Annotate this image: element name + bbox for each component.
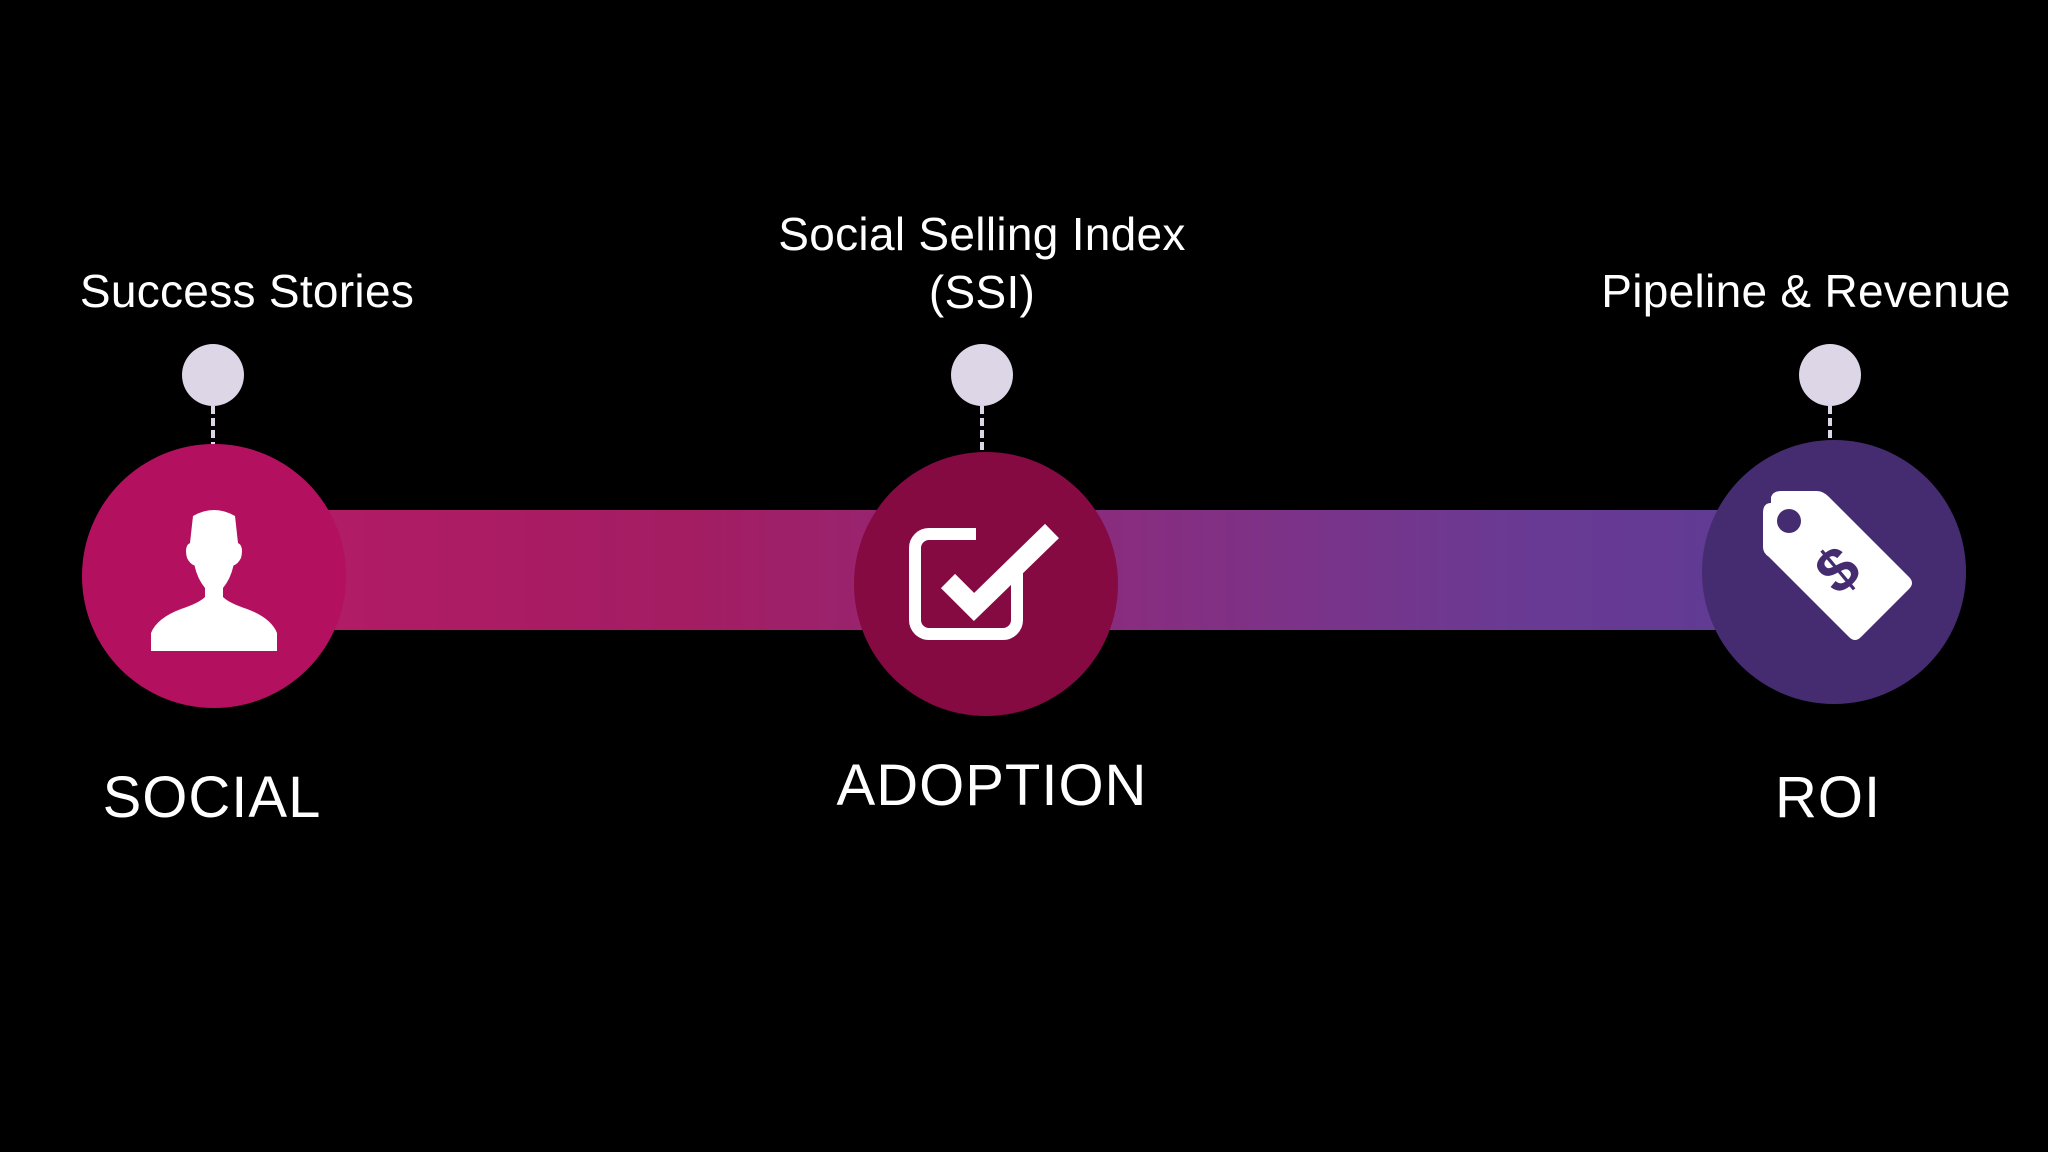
stage-adoption-title: ADOPTION [836, 753, 1148, 818]
stage-adoption-top-label-line-2: (SSI) [928, 266, 1036, 318]
price-tag-dollar-icon: $ [1763, 491, 1912, 640]
stage-roi-circle: $ [1702, 440, 1966, 704]
stage-social-dot [182, 344, 244, 406]
stage-adoption-top-label: Social Selling Index (SSI) [752, 205, 1212, 321]
stage-adoption-connector [980, 406, 984, 450]
stage-social-top-label: Success Stories [72, 262, 422, 320]
stage-social-top-label-line-1: Success Stories [79, 265, 415, 317]
stage-roi-connector [1828, 406, 1832, 450]
stage-roi-top-label-line-1: Pipeline & Revenue [1601, 265, 2011, 317]
stage-roi-top-label: Pipeline & Revenue [1586, 262, 2026, 320]
stage-social-circle [82, 444, 346, 708]
checkbox-check-icon [909, 521, 1059, 640]
person-icon [151, 510, 277, 651]
stage-adoption-dot [951, 344, 1013, 406]
stage-roi-dot [1799, 344, 1861, 406]
stage-social-title: SOCIAL [102, 765, 322, 830]
stage-social-connector [211, 406, 215, 450]
stage-adoption-top-label-line-1: Social Selling Index [778, 208, 1186, 260]
stage-adoption-circle [854, 452, 1118, 716]
stage-roi-title: ROI [1774, 765, 1882, 830]
